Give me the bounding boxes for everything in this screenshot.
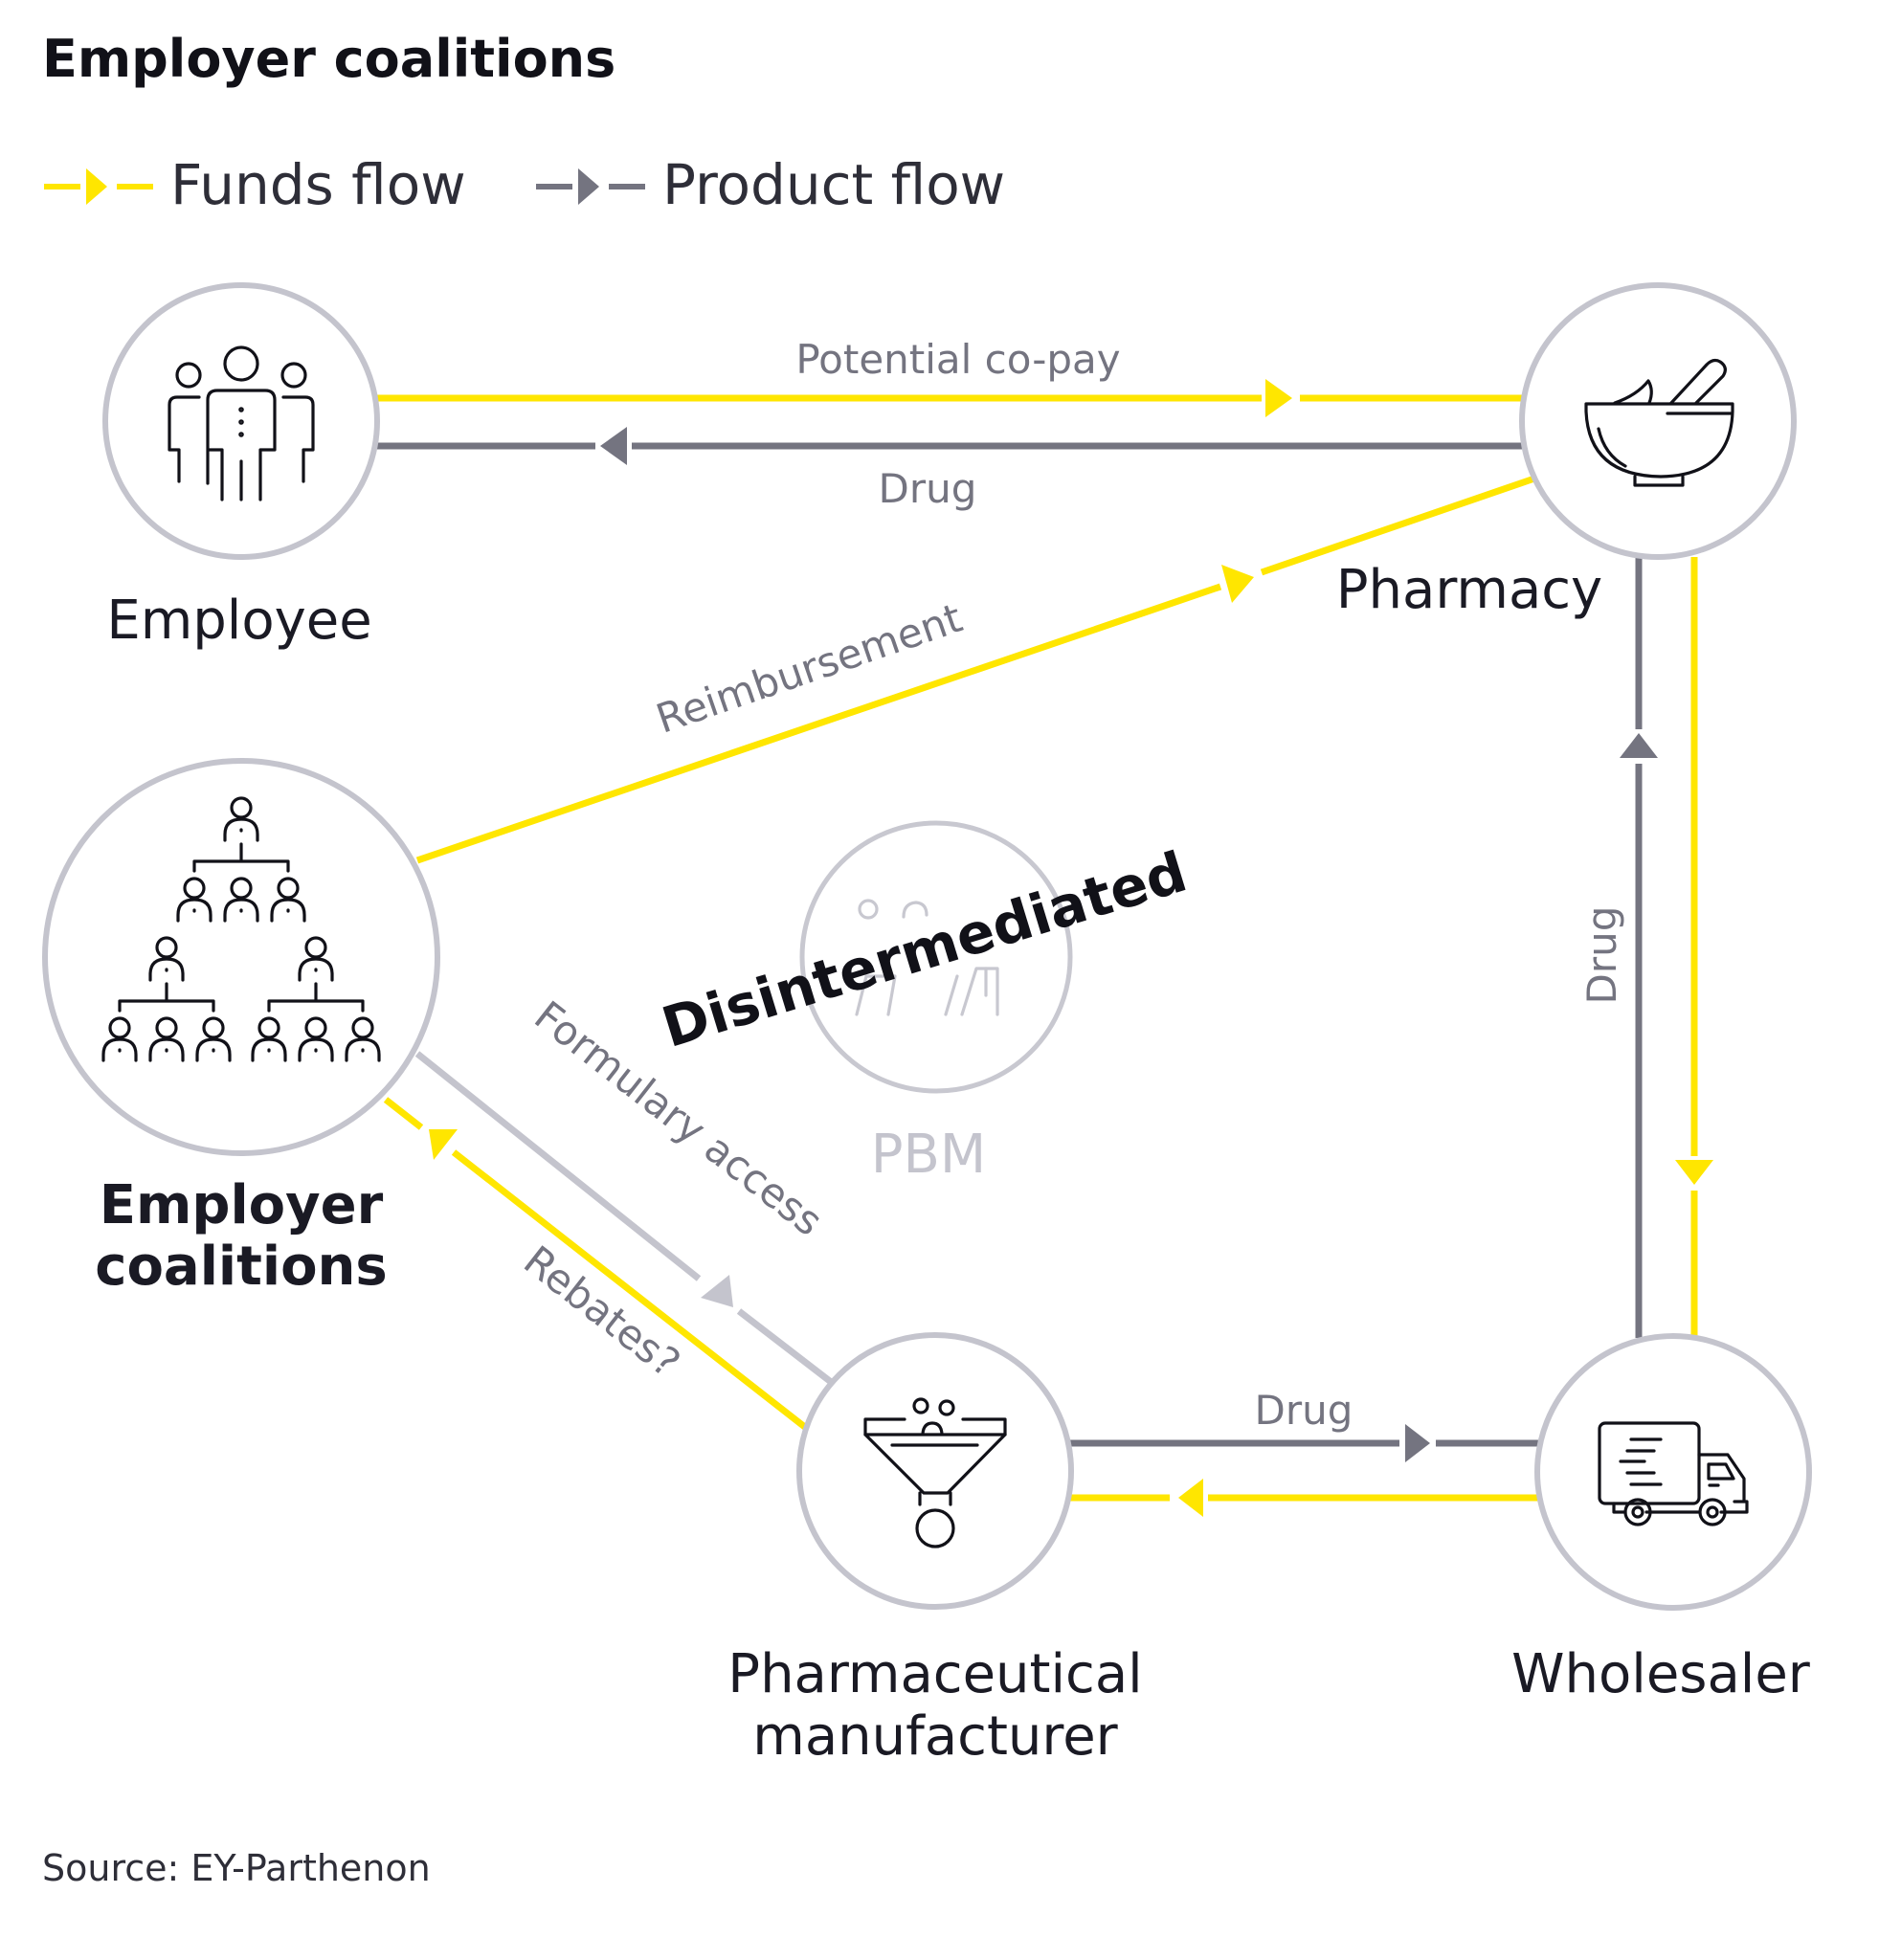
hierarchy-connector bbox=[192, 842, 290, 873]
node-label-manufacturer-line2: manufacturer bbox=[752, 1705, 1118, 1768]
arrow-up-icon bbox=[1620, 733, 1658, 758]
node-pharmacy[interactable] bbox=[1519, 282, 1797, 560]
person-glyph bbox=[298, 936, 334, 982]
person-glyph bbox=[101, 1016, 138, 1062]
node-label-pbm: PBM bbox=[871, 1124, 987, 1186]
node-label-employer-line2: coalitions bbox=[95, 1236, 387, 1298]
edge-drug-to-pharmacy bbox=[1620, 557, 1658, 1338]
edge-label-reimbursement: Reimbursement bbox=[650, 594, 968, 743]
edge-funds-to-wholesaler bbox=[1675, 557, 1713, 1338]
meeting-people-icon bbox=[855, 899, 999, 1016]
edge-copay-funds bbox=[377, 379, 1524, 417]
node-employer-coalitions[interactable] bbox=[42, 758, 440, 1156]
person-glyph bbox=[148, 936, 185, 982]
arrow-right-icon bbox=[1221, 565, 1254, 603]
node-label-employer-line1: Employer bbox=[100, 1174, 384, 1236]
legend-product-flow-label: Product flow bbox=[662, 152, 1005, 217]
node-employee[interactable] bbox=[102, 282, 380, 560]
person-glyph bbox=[148, 1016, 185, 1062]
person-glyph bbox=[298, 1016, 334, 1062]
edge-label-drug-wholesaler: Drug bbox=[1255, 1387, 1353, 1434]
person-glyph bbox=[223, 877, 259, 923]
arrow-left-icon bbox=[1178, 1479, 1203, 1517]
edge-drug-to-wholesaler bbox=[1070, 1424, 1539, 1462]
legend-funds-flow-label: Funds flow bbox=[170, 152, 466, 217]
legend-product-flow-icon bbox=[536, 168, 645, 205]
person-glyph bbox=[345, 1016, 381, 1062]
person-glyph bbox=[195, 1016, 232, 1062]
arrow-up-left-icon bbox=[429, 1129, 458, 1160]
edge-label-copay: Potential co-pay bbox=[795, 336, 1120, 383]
hierarchy-connector bbox=[118, 982, 215, 1013]
node-pbm[interactable] bbox=[799, 820, 1073, 1094]
legend-funds-flow-icon bbox=[44, 168, 153, 205]
person-glyph bbox=[223, 796, 259, 842]
edge-drug-to-employee bbox=[377, 427, 1524, 465]
arrow-right-icon bbox=[1405, 1424, 1430, 1462]
edge-funds-to-manufacturer bbox=[1070, 1479, 1539, 1517]
funnel-icon bbox=[863, 1397, 1007, 1548]
edge-label-drug-pharmacy: Drug bbox=[1578, 906, 1625, 1005]
diagram-title: Employer coalitions bbox=[42, 29, 615, 89]
person-glyph bbox=[270, 877, 306, 923]
node-label-manufacturer-line1: Pharmaceutical bbox=[727, 1643, 1142, 1705]
mortar-pestle-icon bbox=[1584, 358, 1734, 487]
edge-reimbursement-funds bbox=[415, 475, 1536, 864]
node-pharma-manufacturer[interactable] bbox=[796, 1332, 1074, 1610]
node-wholesaler[interactable] bbox=[1534, 1333, 1812, 1611]
legend: Funds flow Product flow bbox=[44, 152, 1005, 217]
edge-label-drug-employee: Drug bbox=[879, 465, 977, 512]
person-glyph bbox=[176, 877, 213, 923]
edge-rebates-funds bbox=[383, 1097, 809, 1431]
node-label-pharmacy: Pharmacy bbox=[1336, 559, 1602, 621]
edge-formulary-access bbox=[414, 1051, 838, 1388]
node-label-employee: Employee bbox=[106, 590, 371, 652]
people-group-icon bbox=[168, 345, 315, 501]
arrow-right-icon bbox=[1265, 379, 1292, 417]
delivery-truck-icon bbox=[1598, 1421, 1749, 1526]
person-glyph bbox=[251, 1016, 287, 1062]
hierarchy-connector bbox=[267, 982, 365, 1013]
arrow-down-right-icon bbox=[701, 1275, 733, 1307]
source-note: Source: EY-Parthenon bbox=[42, 1847, 431, 1889]
node-label-wholesaler: Wholesaler bbox=[1511, 1643, 1811, 1705]
org-hierarchy-icon bbox=[101, 796, 381, 1062]
arrow-left-icon bbox=[600, 427, 627, 465]
arrow-down-icon bbox=[1675, 1160, 1713, 1185]
